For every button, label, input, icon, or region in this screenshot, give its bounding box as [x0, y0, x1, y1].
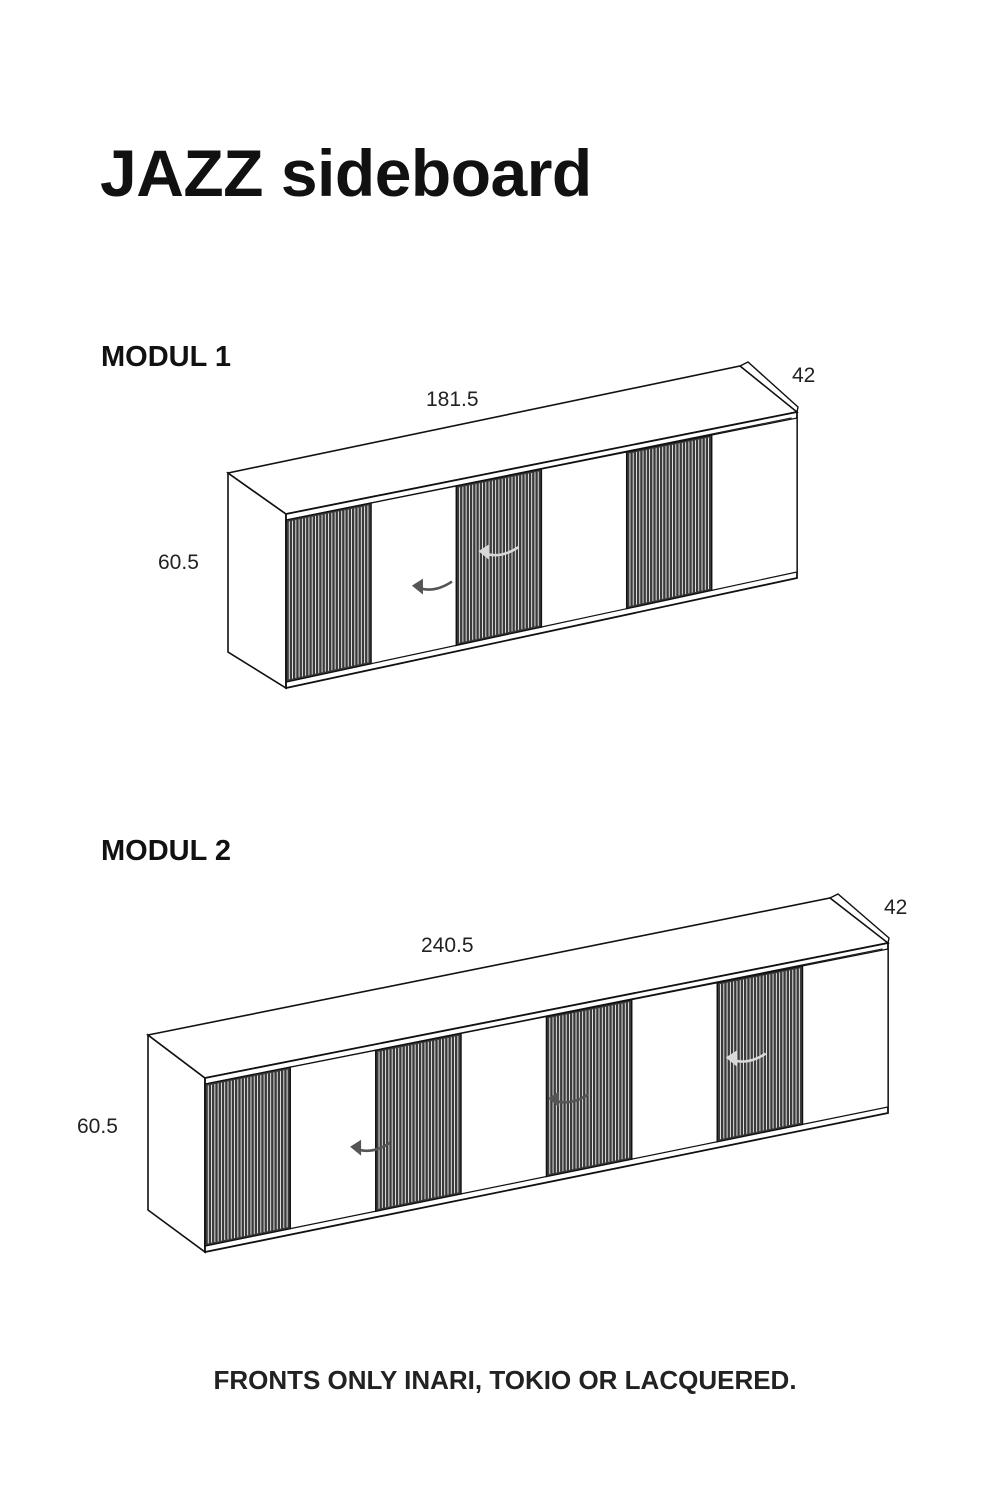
- module-2-depth-dimension: 42: [884, 896, 908, 919]
- open-panel: [631, 982, 718, 1160]
- open-panel: [370, 485, 457, 665]
- opening-arrow-icon: [411, 578, 453, 595]
- opening-arrow-icon: [478, 544, 520, 561]
- module-2-height-dimension: 60.5: [77, 1115, 118, 1138]
- open-panel: [802, 948, 889, 1126]
- slatted-door-panel: [455, 468, 543, 647]
- open-panel: [711, 417, 798, 592]
- opening-arrow-icon: [725, 1050, 767, 1067]
- module-1-width-dimension: 181.5: [426, 388, 479, 411]
- slatted-door-panel: [285, 502, 372, 683]
- slatted-door-panel: [716, 965, 804, 1143]
- module-1-drawing: [226, 361, 799, 690]
- open-panel: [289, 1049, 377, 1230]
- right-edge: [829, 893, 890, 944]
- module-2-width-dimension: 240.5: [421, 934, 474, 957]
- page-title: JAZZ sideboard: [100, 136, 592, 210]
- module-1-depth-dimension: 42: [792, 364, 816, 387]
- opening-arrow-icon: [350, 1139, 391, 1156]
- opening-arrow-icon: [548, 1091, 589, 1108]
- fronts-footnote: FRONTS ONLY INARI, TOKIO OR LACQUERED.: [213, 1365, 797, 1395]
- open-panel: [460, 1015, 548, 1195]
- module-2-drawing: [146, 893, 890, 1254]
- right-edge: [739, 361, 799, 413]
- slatted-door-panel: [204, 1066, 292, 1247]
- slatted-door-panel: [375, 1032, 462, 1213]
- module-2-label: MODUL 2: [101, 835, 231, 867]
- slatted-door-panel: [545, 998, 633, 1178]
- slatted-door-panel: [625, 434, 713, 610]
- module-1-label: MODUL 1: [101, 341, 231, 373]
- module-1-height-dimension: 60.5: [158, 551, 199, 574]
- open-panel: [540, 451, 628, 628]
